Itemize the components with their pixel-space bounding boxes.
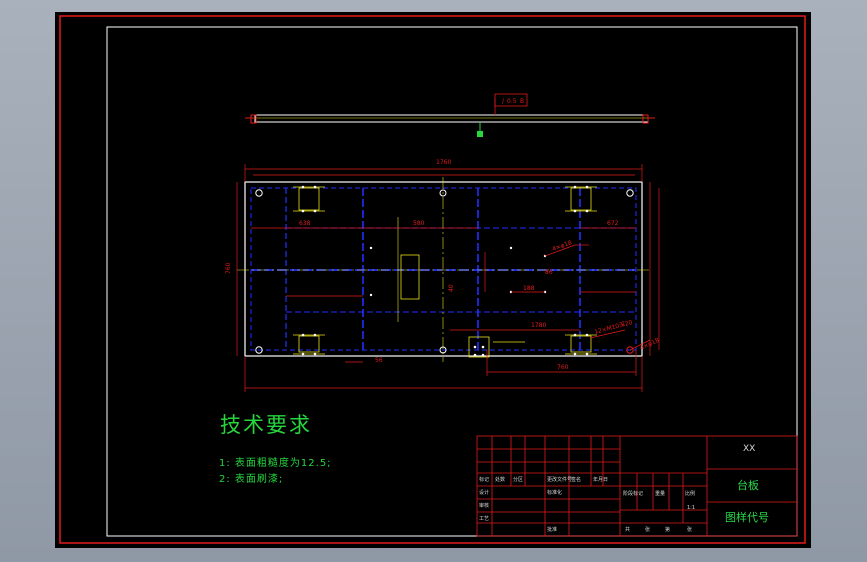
- outer-frame: [59, 15, 806, 544]
- plan-view: [237, 177, 650, 362]
- note-holes-a: 4×φ18: [551, 239, 573, 253]
- datum-marker: [477, 131, 483, 137]
- plate-outline: [244, 181, 643, 357]
- dim-small-offset: 188: [523, 285, 535, 292]
- scale-value: 1:1: [687, 505, 696, 511]
- title-block-grid: [476, 435, 798, 537]
- dim-hole-pitch: 580: [413, 220, 425, 227]
- tb-label-sheets: 张: [645, 527, 651, 533]
- svg-text:B: B: [520, 98, 524, 105]
- hidden-inner-outline: [250, 187, 637, 351]
- drawing-svg: / 0.5 B: [59, 15, 806, 544]
- dimension-lines: [236, 164, 660, 392]
- side-view: / 0.5 B: [245, 93, 655, 137]
- tb-label-no: 第: [665, 527, 671, 533]
- tb-label-zone: 分区: [513, 477, 524, 483]
- dim-center2: 86: [545, 269, 553, 276]
- dim-right-offset: 672: [607, 220, 619, 227]
- dim-left-offset: 638: [299, 220, 311, 227]
- dim-center: 40: [448, 284, 455, 292]
- svg-text:/: /: [502, 98, 505, 105]
- tb-label-sign: 签名: [571, 477, 582, 483]
- drawing-number: 图样代号: [725, 511, 769, 524]
- dim-bottom-slot: 1780: [531, 322, 546, 329]
- tb-label-total: 共: [625, 527, 631, 533]
- dim-small-a: 56: [375, 357, 383, 364]
- tb-label-change: 更改文件号: [547, 477, 573, 483]
- dim-overall-length: 1760: [436, 159, 451, 166]
- requirement-item-2: 2: 表面刷漆;: [219, 474, 284, 485]
- tb-label-scale: 比例: [685, 491, 696, 497]
- drawing-canvas[interactable]: / 0.5 B: [55, 12, 811, 548]
- requirements-title: 技术要求: [220, 413, 312, 437]
- tb-label-approve: 批准: [547, 527, 558, 533]
- tb-label-mark: 标记: [479, 477, 490, 483]
- note-holes-b: 12×M10深20: [593, 318, 633, 336]
- tb-label-standard: 标准化: [547, 490, 563, 496]
- part-name: 台板: [737, 479, 759, 492]
- tb-label-weight: 重量: [655, 491, 666, 497]
- dim-bottom-right: 760: [557, 364, 569, 371]
- tb-label-process: 工艺: [479, 516, 490, 522]
- requirement-item-1: 1: 表面粗糙度为12.5;: [219, 458, 332, 469]
- tb-label-stage: 阶段标记: [623, 491, 644, 497]
- tb-label-sheet: 张: [687, 527, 693, 533]
- tb-label-date: 年月日: [593, 477, 609, 483]
- tb-label-count: 处数: [495, 477, 506, 483]
- tb-label-review: 审核: [479, 503, 490, 509]
- dim-height: 760: [225, 262, 232, 274]
- surface-callout-text: 0.5: [507, 98, 517, 105]
- company-name: XX: [743, 444, 756, 454]
- tb-label-design: 设计: [479, 490, 490, 496]
- inner-frame: [106, 26, 798, 537]
- surface-callout-box: [494, 93, 528, 107]
